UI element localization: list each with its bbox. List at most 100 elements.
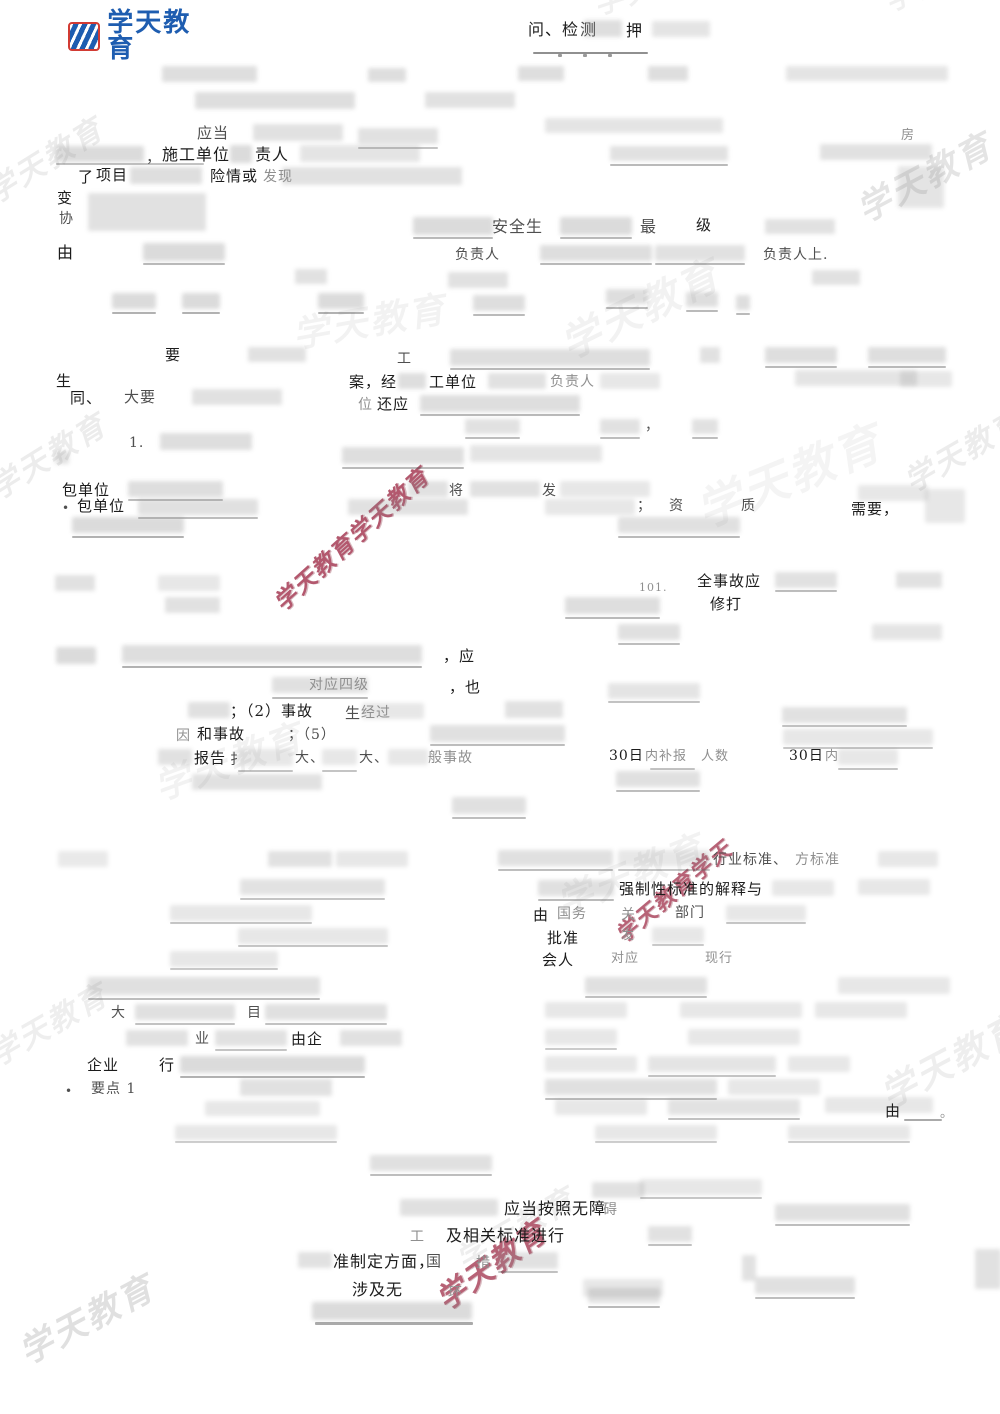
faded-text-smudge xyxy=(765,347,837,363)
faded-text-smudge xyxy=(312,1302,472,1320)
faded-text-smudge xyxy=(253,124,343,141)
faded-text-smudge xyxy=(88,193,206,231)
faded-text-smudge xyxy=(470,445,602,462)
underline-mark xyxy=(240,898,385,900)
faded-text-smudge xyxy=(878,851,938,867)
faded-text-smudge xyxy=(820,144,932,160)
faded-text-smudge xyxy=(408,481,448,497)
underline-mark xyxy=(315,1322,473,1325)
text-fragment: 企业 xyxy=(87,1056,120,1074)
text-fragment: 目 xyxy=(247,1005,262,1021)
faded-text-smudge xyxy=(158,575,220,591)
faded-text-smudge xyxy=(336,851,408,867)
faded-text-smudge xyxy=(610,146,728,161)
faded-text-smudge xyxy=(56,647,96,664)
text-fragment: 包单位 xyxy=(62,481,111,499)
faded-text-smudge xyxy=(322,749,357,765)
underline-mark xyxy=(838,768,898,770)
faded-text-smudge xyxy=(788,1125,910,1140)
underline-mark xyxy=(498,869,613,871)
faded-text-smudge xyxy=(782,707,907,723)
faded-text-smudge xyxy=(618,517,740,533)
text-fragment: 协 xyxy=(59,211,74,227)
underline-mark xyxy=(465,437,520,439)
text-fragment: 工单位 xyxy=(429,373,478,391)
faded-text-smudge xyxy=(925,489,965,523)
underline-mark xyxy=(430,744,565,746)
text-fragment: 方标准 xyxy=(795,852,840,868)
faded-text-smudge xyxy=(130,167,202,184)
text-fragment: 应当按照无障 xyxy=(504,1199,607,1218)
text-fragment: 发 xyxy=(542,483,557,499)
text-fragment: 将 xyxy=(449,483,464,499)
faded-text-smudge xyxy=(838,749,898,765)
faded-text-smudge xyxy=(545,1002,627,1018)
faded-text-smudge xyxy=(545,1029,617,1045)
underline-mark xyxy=(540,263,652,265)
faded-text-smudge xyxy=(686,292,718,307)
gray-brand-watermark: 学天教育 xyxy=(12,1267,163,1373)
faded-text-smudge xyxy=(545,499,635,515)
underline-mark xyxy=(420,414,580,416)
faded-text-smudge xyxy=(595,1125,717,1140)
underline-mark xyxy=(565,617,660,619)
faded-text-smudge xyxy=(192,389,282,405)
faded-text-smudge xyxy=(584,20,622,37)
underline-mark xyxy=(56,163,204,165)
gray-brand-watermark: 学天教育 xyxy=(879,0,1000,19)
text-fragment: 内 xyxy=(825,749,840,764)
text-fragment: 行业标准、 xyxy=(713,852,788,868)
underline-mark xyxy=(370,1174,492,1176)
faded-text-smudge xyxy=(180,1056,365,1073)
underline-mark xyxy=(600,437,640,439)
faded-text-smudge xyxy=(215,1030,287,1046)
underline-mark xyxy=(755,1297,855,1299)
faded-text-smudge xyxy=(775,1204,910,1221)
text-fragment: ， xyxy=(645,418,660,434)
faded-text-smudge xyxy=(230,145,252,163)
faded-text-smudge xyxy=(540,245,652,261)
faded-text-smudge xyxy=(298,1252,332,1268)
underline-mark xyxy=(668,1118,800,1120)
faded-text-smudge xyxy=(300,145,420,162)
faded-text-smudge xyxy=(170,905,312,921)
text-fragment: 全事故应 xyxy=(697,572,762,590)
underline-mark xyxy=(608,701,700,703)
faded-text-smudge xyxy=(473,295,525,311)
text-fragment: 发 xyxy=(621,928,636,943)
text-fragment: 安全生 xyxy=(492,217,544,236)
faded-text-smudge xyxy=(175,1125,337,1140)
underline-mark xyxy=(322,770,357,772)
text-fragment: 扌 xyxy=(230,752,245,768)
faded-text-smudge xyxy=(126,1030,188,1046)
underline-mark xyxy=(765,366,837,368)
faded-text-smudge xyxy=(858,879,930,895)
underline-mark xyxy=(904,1119,942,1121)
underline-mark xyxy=(652,944,704,946)
faded-text-smudge xyxy=(420,395,580,412)
faded-text-smudge xyxy=(143,243,225,261)
faded-text-smudge xyxy=(640,1179,762,1195)
text-fragment: 包单位 xyxy=(77,497,126,515)
text-fragment: 最 xyxy=(640,217,658,236)
faded-text-smudge xyxy=(370,1155,492,1171)
faded-text-smudge xyxy=(600,419,640,434)
faded-text-smudge xyxy=(498,1252,558,1269)
faded-text-smudge xyxy=(358,128,438,144)
faded-text-smudge xyxy=(135,1004,235,1020)
faded-text-smudge xyxy=(128,481,223,497)
faded-text-smudge xyxy=(583,1279,663,1297)
text-fragment: • xyxy=(62,501,71,515)
text-fragment: 国务 xyxy=(557,906,587,922)
text-fragment: 工 xyxy=(410,1229,425,1245)
faded-text-smudge xyxy=(425,92,515,108)
underline-mark xyxy=(112,312,156,314)
underline-mark xyxy=(608,54,612,57)
text-fragment: 报告 xyxy=(194,749,227,767)
faded-text-smudge xyxy=(238,749,293,766)
faded-text-smudge xyxy=(518,66,564,81)
faded-text-smudge xyxy=(648,66,688,81)
underline-mark xyxy=(498,1271,558,1273)
text-fragment: 国 xyxy=(426,1252,443,1270)
